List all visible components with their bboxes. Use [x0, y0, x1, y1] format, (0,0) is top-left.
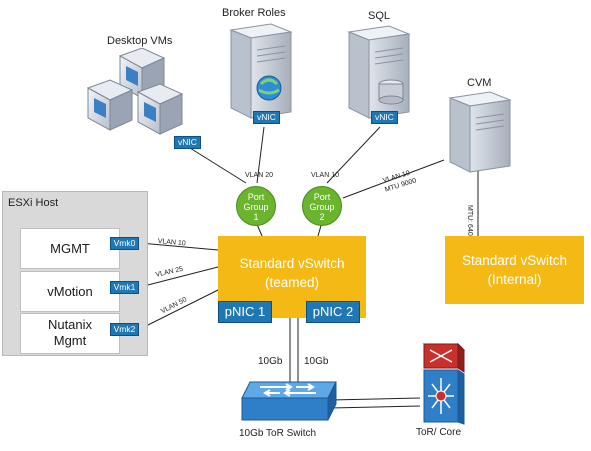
vswitch-teamed-line2: (teamed): [264, 275, 320, 290]
pg2-line1: Port: [313, 192, 331, 202]
vswitch-internal-line1: Standard vSwitch: [461, 253, 568, 268]
vswitch-teamed-line1: Standard vSwitch: [239, 256, 345, 271]
line-sql-pg2: [326, 126, 381, 184]
line-broker-pg1: [256, 126, 265, 184]
nutanix-line2: Mgmt: [53, 333, 87, 348]
port-group-1: Port Group 1: [236, 186, 276, 226]
desktop-vms-icon: [86, 48, 184, 135]
vmk-vmotion-box: vMotion: [20, 271, 120, 312]
line-tor-core-1: [329, 397, 421, 401]
pg2-vlan-label: VLAN 10: [311, 172, 340, 179]
pnic-2: pNIC 2: [306, 301, 360, 323]
broker-server-icon: [229, 23, 293, 119]
port-group-2: Port Group 2: [302, 186, 342, 226]
line-vmk2: [139, 289, 219, 330]
pnic-1: pNIC 1: [218, 301, 272, 323]
vswitch-internal: Standard vSwitch (Internal): [445, 236, 584, 304]
esxi-host-title: ESXi Host: [8, 197, 59, 209]
cvm-label: CVM: [467, 77, 492, 89]
tor-switch-label: 10Gb ToR Switch: [239, 428, 317, 439]
vmk-mgmt-box: MGMT: [20, 228, 120, 269]
broker-vnic-tag: vNIC: [253, 111, 280, 124]
pg1-line3: 1: [253, 212, 259, 222]
uplink-speed-1: 10Gb: [258, 356, 283, 367]
sql-label: SQL: [368, 10, 391, 22]
core-label: ToR/ Core: [416, 427, 462, 438]
tor-switch-icon: [241, 381, 337, 421]
pg2-line2: Group: [309, 202, 335, 212]
vmk2-tag: Vmk2: [110, 323, 139, 336]
desktop-vms-label: Desktop VMs: [107, 35, 173, 47]
broker-roles-label: Broker Roles: [222, 7, 286, 19]
vmk1-tag: Vmk1: [110, 281, 139, 294]
cvm-server-icon: [448, 91, 512, 173]
desktop-vnic-tag: vNIC: [174, 136, 201, 149]
sql-server-icon: [347, 25, 411, 119]
pg2-line3: 2: [319, 212, 325, 222]
line-cvm-pg2: [342, 159, 445, 199]
line-vmk1: [139, 266, 219, 288]
vmk-nutanix-box: Nutanix Mgmt: [20, 313, 120, 354]
pg1-vlan-label: VLAN 20: [245, 172, 274, 179]
vswitch-internal-line2: (Internal): [487, 272, 542, 287]
line-vmk0: [139, 242, 219, 251]
line-desktop-pg1: [189, 147, 247, 184]
pg1-line2: Group: [243, 202, 269, 212]
line-tor-core-2: [329, 405, 421, 409]
vmk0-tag: Vmk0: [110, 237, 139, 250]
uplink-speed-2: 10Gb: [304, 356, 329, 367]
sql-vnic-tag: vNIC: [371, 111, 398, 124]
pg1-line1: Port: [247, 192, 265, 202]
core-switch-icon: [422, 342, 466, 425]
nutanix-line1: Nutanix: [47, 317, 93, 332]
